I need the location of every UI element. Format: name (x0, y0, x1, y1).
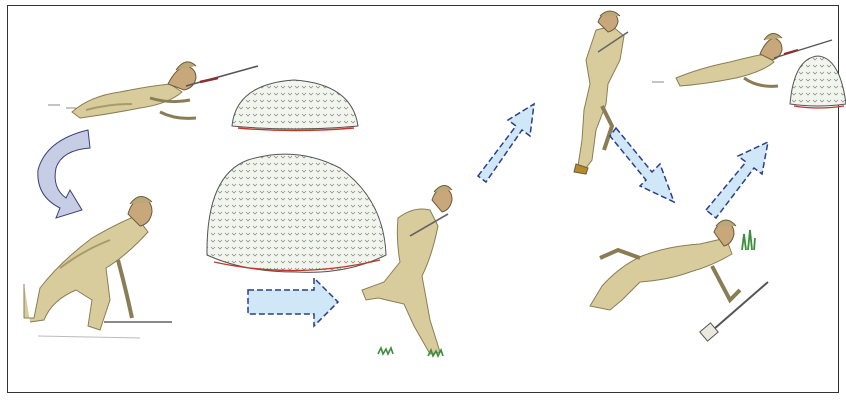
up-right-arrow-1 (478, 104, 534, 182)
large-mound (207, 154, 386, 272)
right-arrow (248, 278, 338, 326)
soldier-running-upright (574, 11, 628, 174)
small-mound-2 (790, 56, 846, 108)
up-right-arrow-2 (706, 142, 768, 218)
curved-down-arrow (38, 130, 90, 218)
small-mound-1 (232, 80, 358, 131)
down-right-arrow (610, 128, 674, 202)
soldier-diving-prone (590, 220, 768, 341)
soldier-rising (24, 196, 172, 338)
soldier-prone-firing-1 (48, 62, 258, 119)
grass-tufts-right (742, 230, 755, 250)
